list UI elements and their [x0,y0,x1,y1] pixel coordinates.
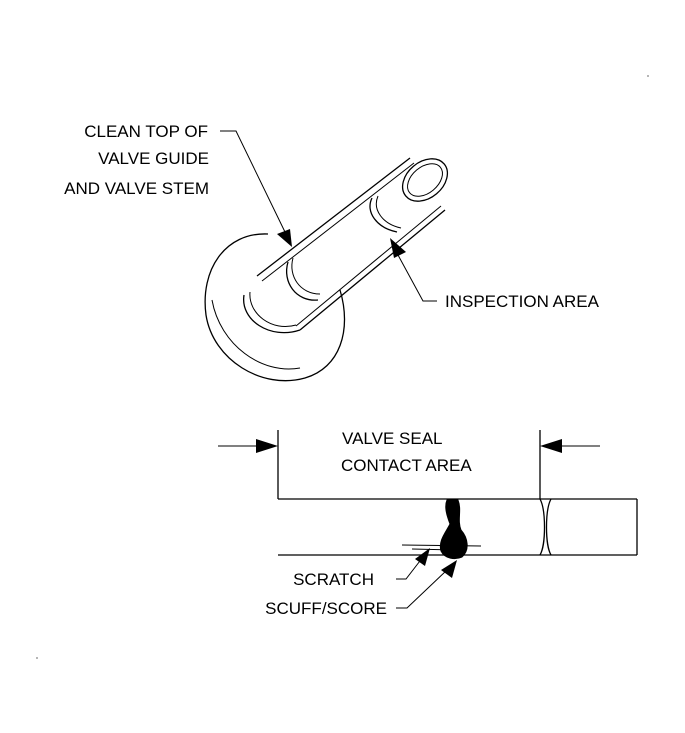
inspection-band [369,197,398,233]
label-valve-seal-1: VALVE SEAL [342,429,442,448]
stem-end [401,158,449,202]
dimension-arrow-right [540,439,600,453]
label-clean-top-1: CLEAN TOP OF [84,122,208,141]
stem-edge-top-inner [261,162,415,282]
scratch-line-2 [411,548,456,551]
speck [647,75,649,77]
stem-groove-right [545,498,552,556]
valve-face-edge [211,299,301,370]
stem-edge-bottom-inner [295,205,442,327]
label-clean-top-2: VALVE GUIDE [98,149,209,168]
scratch-line-1 [401,544,482,547]
stem-side-view [218,430,638,560]
label-valve-seal-2: CONTACT AREA [341,456,472,475]
scuff-score-leader [396,560,457,609]
label-scratch: SCRATCH [293,570,374,589]
stem-groove-left [539,498,546,556]
scuff-score-mark [439,499,468,560]
stem-base-curve [286,261,319,301]
valve-illustration [204,157,449,382]
scratch-leader [396,548,430,580]
inspection-area-leader [390,238,437,302]
dimension-arrow-left [218,439,278,453]
valve-head-outline [204,233,346,382]
label-inspection-area: INSPECTION AREA [445,292,600,311]
speck [36,657,38,659]
guide-collar [243,294,301,334]
label-clean-top-3: AND VALVE STEM [64,179,209,198]
inspection-band-2 [376,195,402,229]
stem-edge-bottom [299,209,446,331]
stem-edge-top [256,157,411,277]
label-scuff-score: SCUFF/SCORE [265,599,387,618]
stem-base-curve-2 [291,257,321,295]
clean-top-leader [220,130,292,247]
stem-end-inner [407,163,443,197]
guide-collar-inner [249,291,297,327]
